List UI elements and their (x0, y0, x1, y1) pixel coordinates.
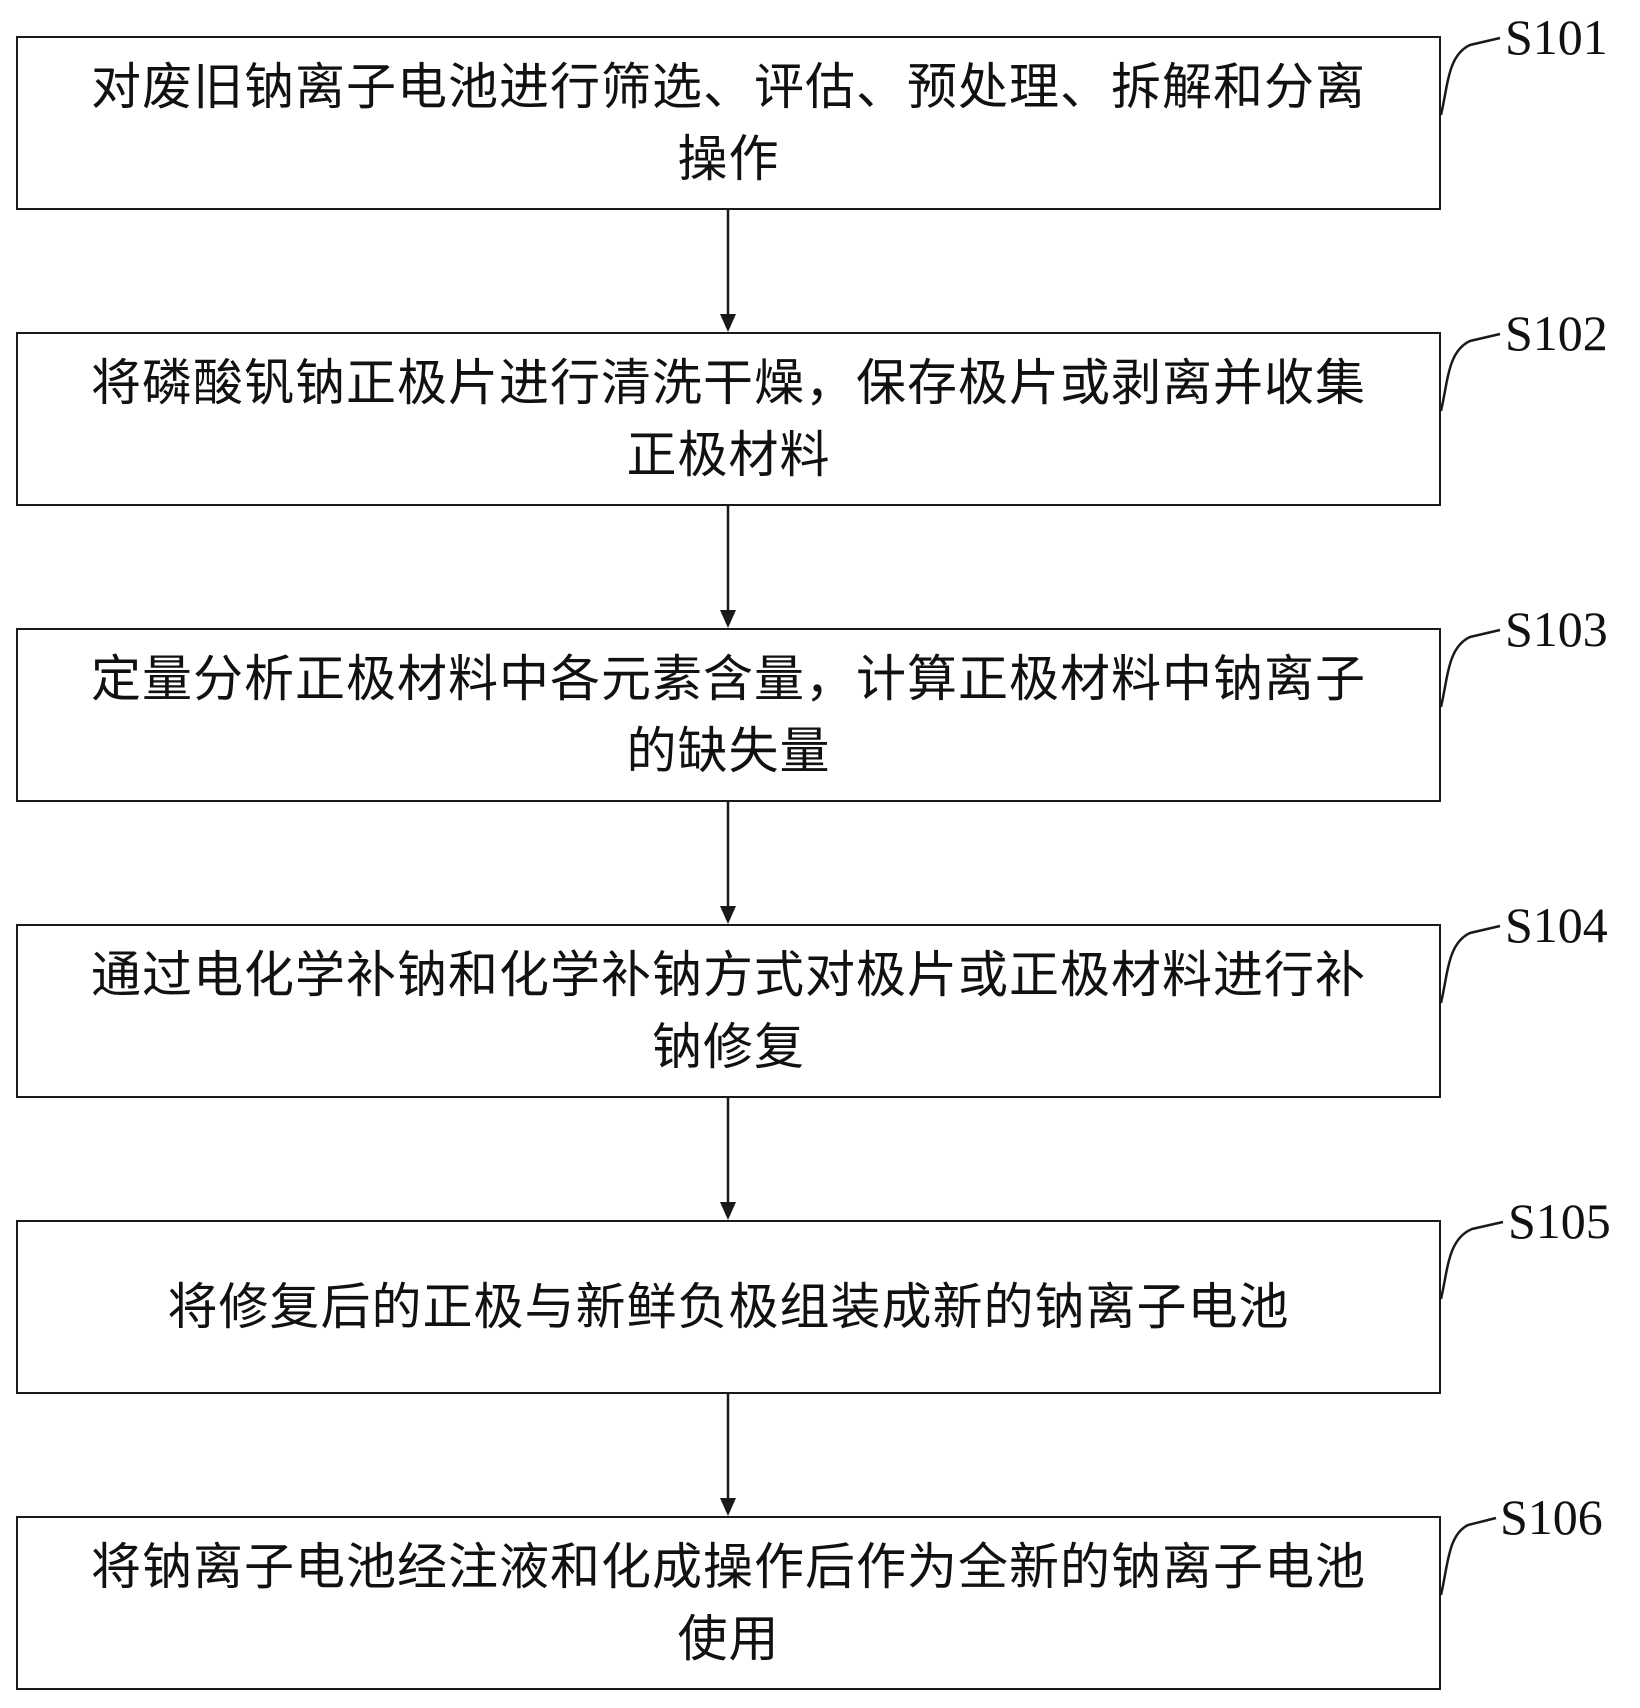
step-text-s102: 将磷酸钒钠正极片进行清洗干燥，保存极片或剥离并收集正极材料 (91, 354, 1366, 484)
step-text-s105: 将修复后的正极与新鲜负极组装成新的钠离子电池 (167, 1278, 1290, 1336)
step-text-s103: 定量分析正极材料中各元素含量，计算正极材料中钠离子的缺失量 (91, 650, 1366, 780)
leader-line-s105 (1439, 1220, 1504, 1300)
arrowhead-icon (720, 1202, 736, 1220)
arrowhead-icon (720, 1498, 736, 1516)
step-box-s105: 将修复后的正极与新鲜负极组装成新的钠离子电池 (16, 1220, 1441, 1394)
arrowhead-icon (720, 610, 736, 628)
step-text-s101: 对废旧钠离子电池进行筛选、评估、预处理、拆解和分离操作 (91, 58, 1366, 188)
leader-line-s102 (1439, 332, 1501, 412)
step-label-s103: S103 (1505, 601, 1608, 657)
label-leaders (1439, 36, 1504, 1596)
flow-arrows (720, 210, 736, 1516)
step-box-s104: 通过电化学补钠和化学补钠方式对极片或正极材料进行补钠修复 (16, 924, 1441, 1098)
leader-line-s104 (1439, 924, 1501, 1004)
step-box-s102: 将磷酸钒钠正极片进行清洗干燥，保存极片或剥离并收集正极材料 (16, 332, 1441, 506)
step-box-s106: 将钠离子电池经注液和化成操作后作为全新的钠离子电池使用 (16, 1516, 1441, 1690)
step-label-s101: S101 (1505, 9, 1608, 65)
leader-line-s106 (1439, 1516, 1497, 1596)
step-label-s106: S106 (1500, 1489, 1603, 1545)
arrowhead-icon (720, 314, 736, 332)
step-label-s105: S105 (1508, 1193, 1611, 1249)
arrowhead-icon (720, 906, 736, 924)
step-box-s101: 对废旧钠离子电池进行筛选、评估、预处理、拆解和分离操作 (16, 36, 1441, 210)
step-label-s104: S104 (1505, 897, 1608, 953)
step-text-s104: 通过电化学补钠和化学补钠方式对极片或正极材料进行补钠修复 (91, 946, 1366, 1076)
leader-line-s101 (1439, 36, 1501, 116)
leader-line-s103 (1439, 628, 1501, 708)
step-box-s103: 定量分析正极材料中各元素含量，计算正极材料中钠离子的缺失量 (16, 628, 1441, 802)
step-label-s102: S102 (1505, 305, 1608, 361)
step-text-s106: 将钠离子电池经注液和化成操作后作为全新的钠离子电池使用 (91, 1538, 1366, 1668)
